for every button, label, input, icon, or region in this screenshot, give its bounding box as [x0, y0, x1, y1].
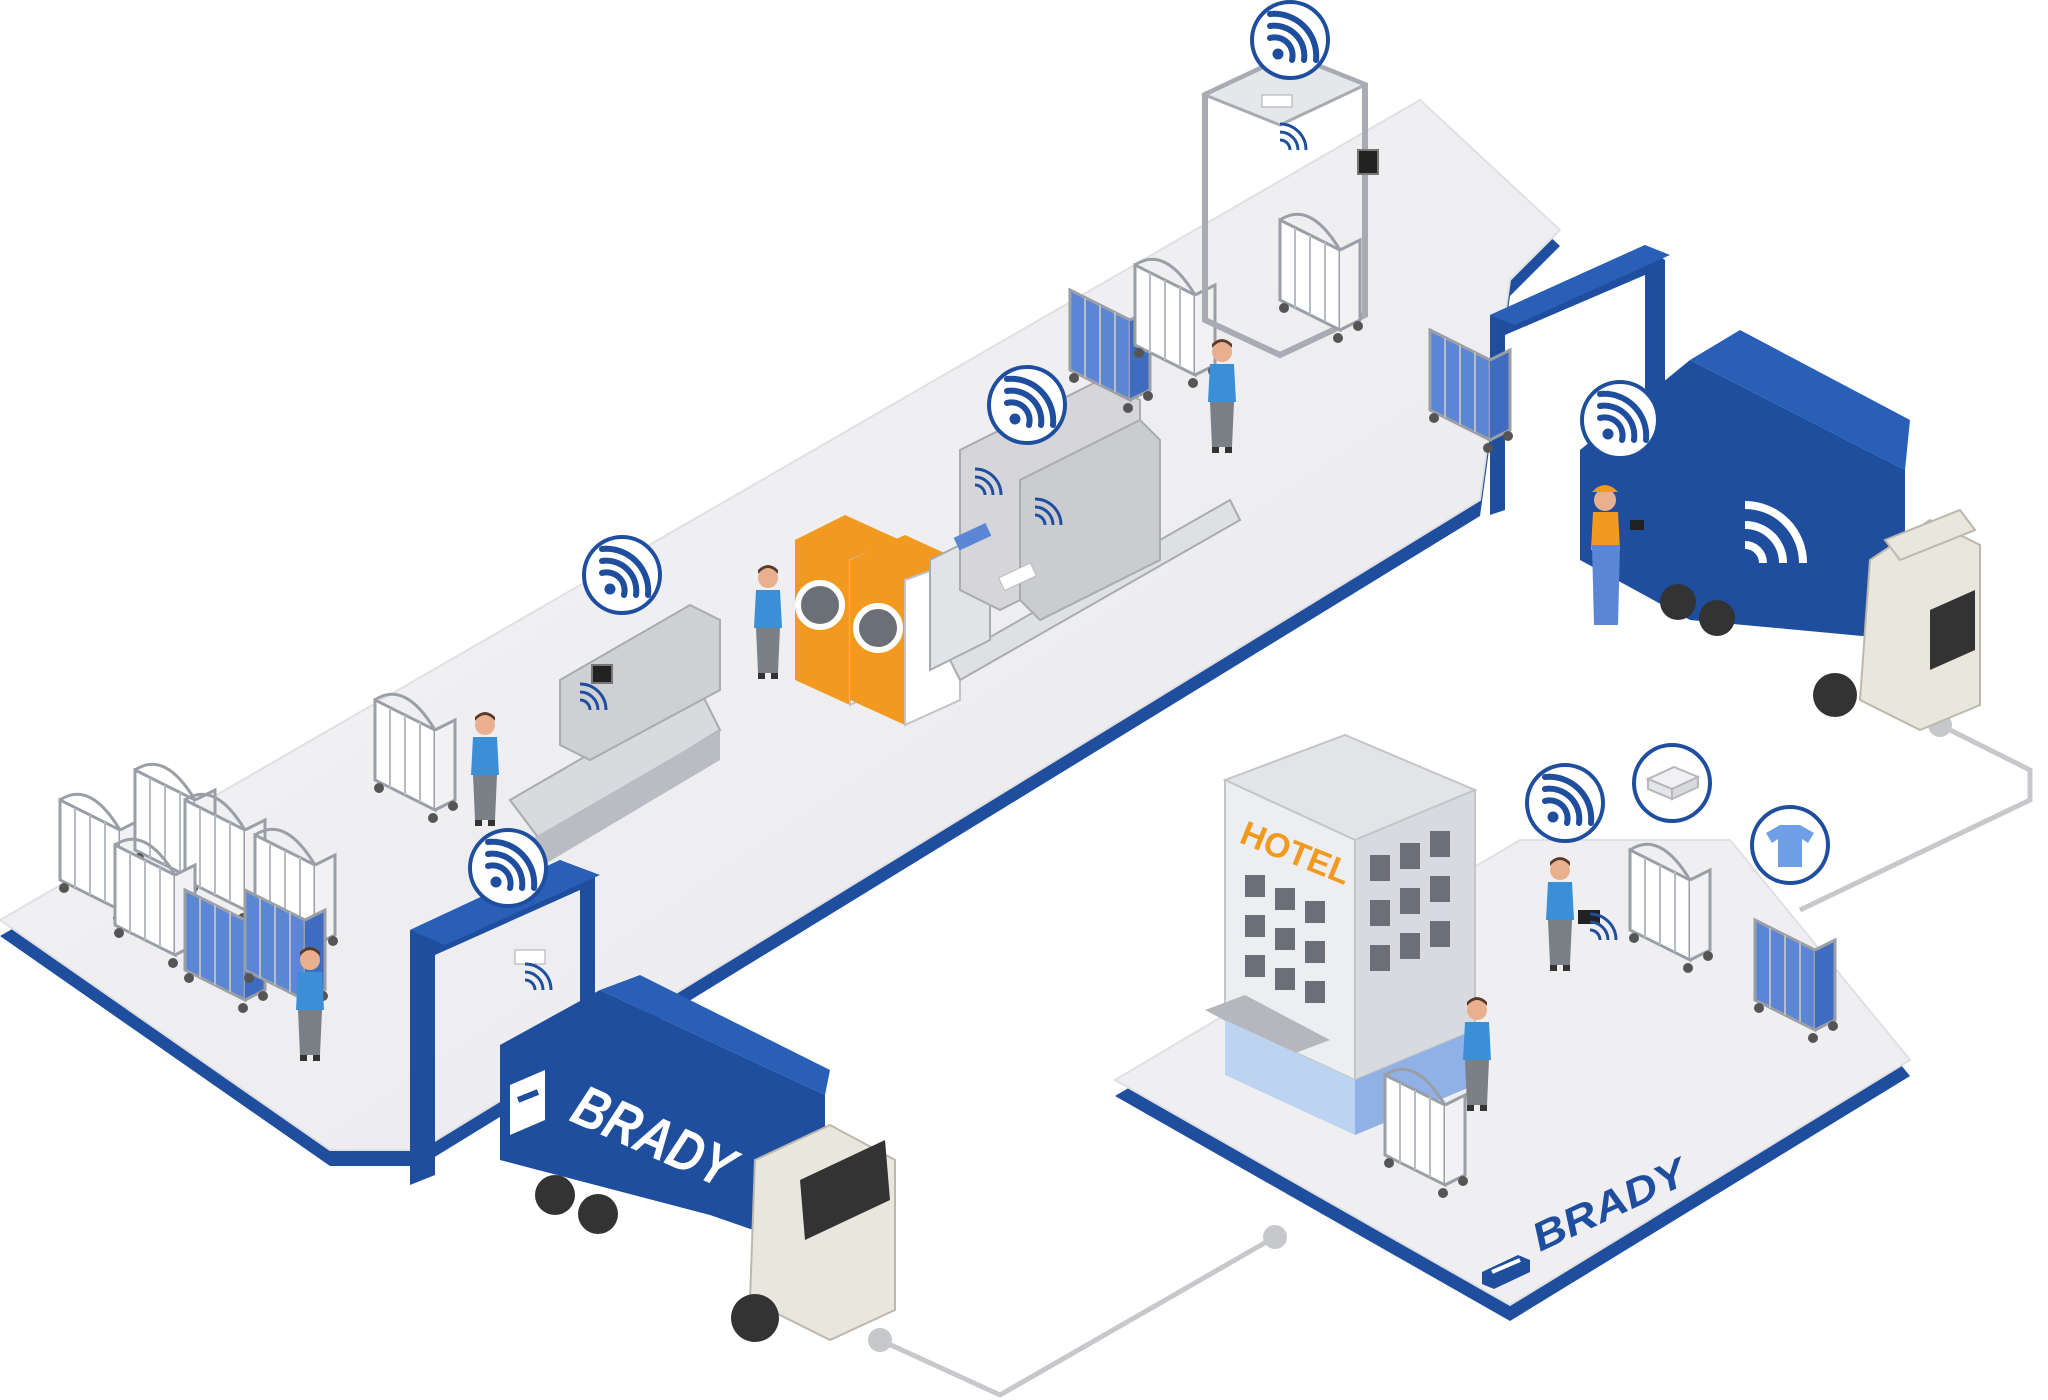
- sorting-conveyor: [508, 603, 722, 870]
- connection-node: [868, 1328, 892, 1352]
- rfid-signal-icon: [470, 830, 546, 906]
- truck-left: BRADY: [500, 975, 896, 1342]
- delivery-worker: [1591, 485, 1678, 625]
- rfid-signal-icon: [1527, 765, 1603, 841]
- rfid-signal-icon: [1252, 2, 1328, 78]
- truck-right: [1580, 330, 1981, 732]
- rfid-signal-icon: [989, 367, 1065, 443]
- rfid-signal-icon: [584, 537, 660, 613]
- connection-node: [1263, 1225, 1287, 1249]
- connection-lines: [878, 722, 2033, 1398]
- tshirt-icon: [1750, 805, 1830, 885]
- folded-towel-icon: [1632, 743, 1712, 823]
- rfid-signal-icon: [1582, 382, 1658, 458]
- hotel-building: HOTEL: [1205, 733, 1478, 1135]
